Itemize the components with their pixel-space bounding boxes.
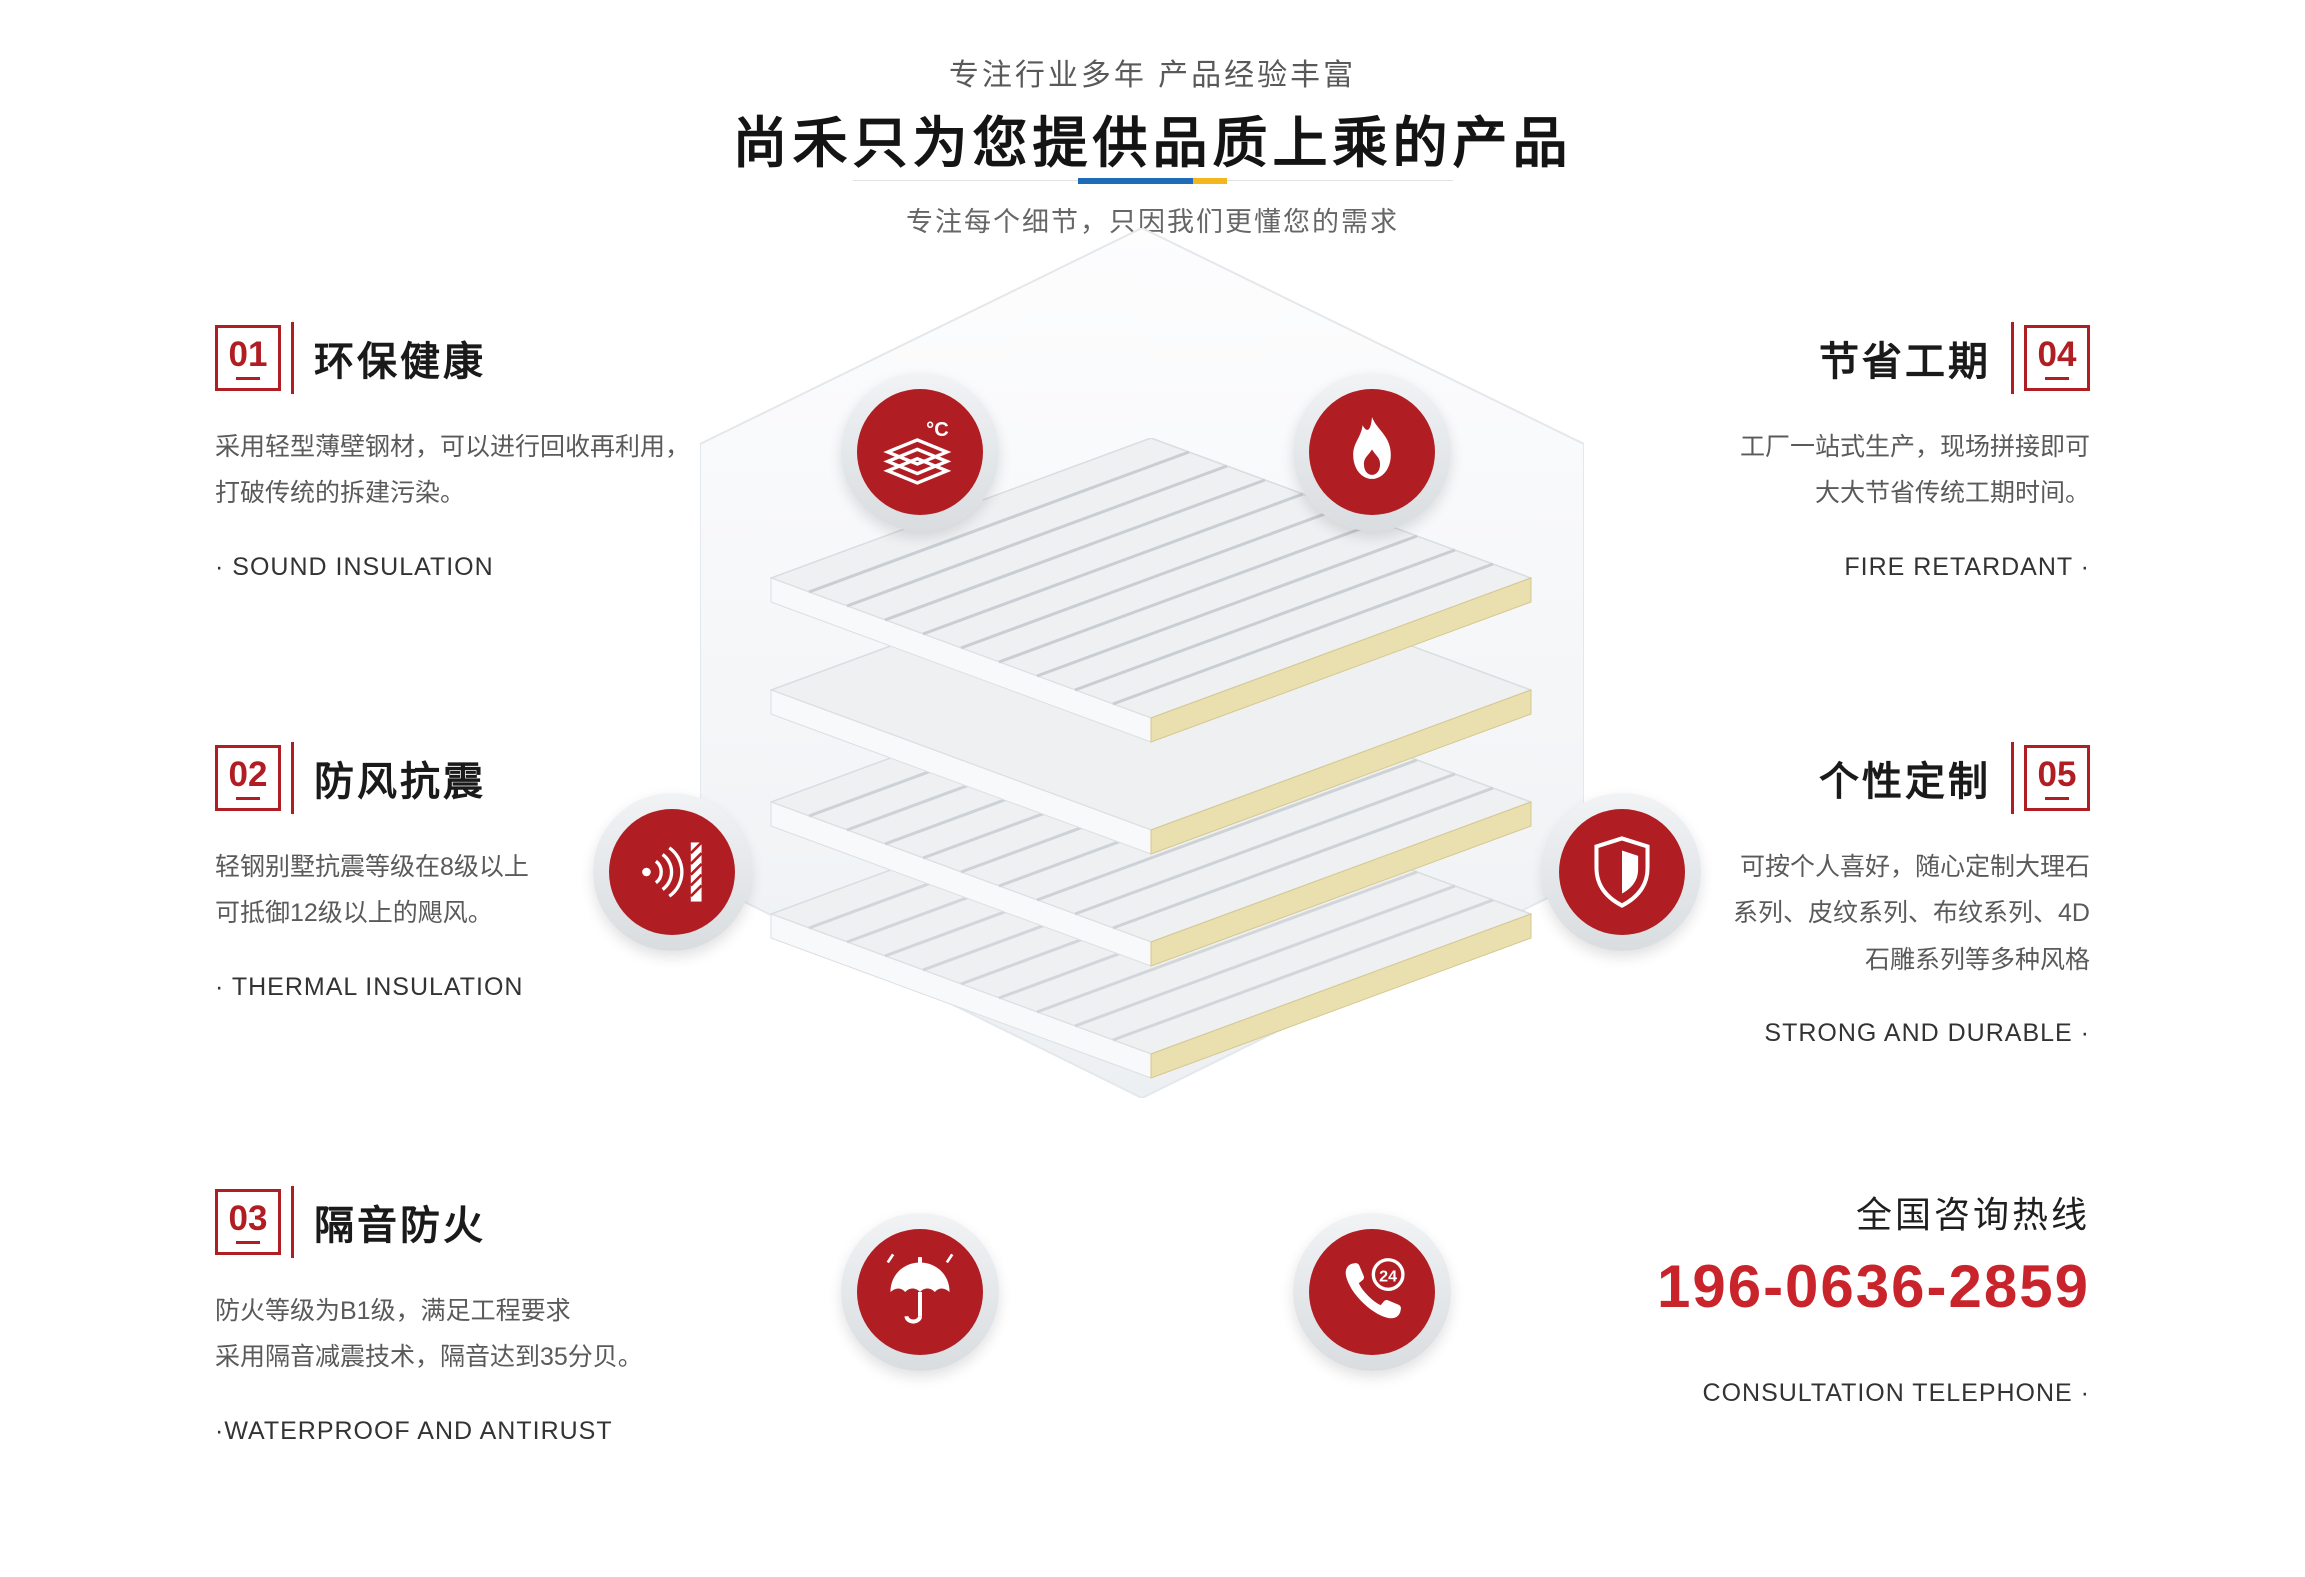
desc-line: 工厂一站式生产，现场拼接即可 (1739, 433, 2090, 461)
desc-line: 采用隔音减震技术，隔音达到35分贝。 (215, 1343, 643, 1372)
umbrella-glyph (886, 1253, 954, 1324)
accent-line (291, 742, 294, 814)
feature-number: 03 (228, 1198, 268, 1238)
soundproof-glyph (642, 841, 703, 902)
title-divider (852, 178, 1453, 184)
phone-24-glyph: 24 (1345, 1258, 1405, 1319)
feature-title: 环保健康 (314, 340, 486, 384)
feature-number-badge: 03 (215, 1189, 281, 1255)
shield-glyph (1594, 836, 1650, 908)
soundproof-icon (593, 793, 751, 951)
eyebrow-text: 专注行业多年 产品经验丰富 (948, 59, 1357, 92)
icon-circle: °C (857, 389, 983, 515)
feature-header: 个性定制 05 (1550, 742, 2090, 814)
thermal-layers-glyph: °C (883, 419, 952, 485)
desc-line: 系列、皮纹系列、布纹系列、4D (1733, 899, 2090, 928)
feature-description: 轻钢别墅抗震等级在8级以上 可抵御12级以上的飓风。 (215, 844, 755, 937)
feature-description: 工厂一站式生产，现场拼接即可 大大节省传统工期时间。 (1550, 424, 2090, 517)
accent-line (2011, 322, 2014, 394)
feature-number-badge: 05 (2024, 745, 2090, 811)
number-underline (236, 376, 260, 380)
hotline-label: 全国咨询热线 (1855, 1194, 2090, 1235)
service-24-label: 24 (1379, 1267, 1397, 1285)
desc-line: 石雕系列等多种风格 (1864, 945, 2090, 974)
icon-circle: 24 (1309, 1229, 1435, 1355)
umbrella-rain-icon (841, 1213, 999, 1371)
desc-line: 打破传统的拆建污染。 (215, 479, 466, 508)
number-underline (236, 796, 260, 800)
feature-sound-fire: 03 隔音防火 防火等级为B1级，满足工程要求 采用隔音减震技术，隔音达到35分… (215, 1186, 755, 1446)
feature-description: 防火等级为B1级，满足工程要求 采用隔音减震技术，隔音达到35分贝。 (215, 1288, 755, 1381)
hotline-en-label: CONSULTATION TELEPHONE · (1702, 1379, 2090, 1407)
flame-icon (1293, 373, 1451, 531)
feature-en-label: ·WATERPROOF AND ANTIRUST (215, 1416, 613, 1445)
number-underline (2045, 376, 2069, 380)
shield-icon (1543, 793, 1701, 951)
feature-save-time: 节省工期 04 工厂一站式生产，现场拼接即可 大大节省传统工期时间。 FIRE … (1550, 322, 2090, 582)
feature-number: 04 (2037, 334, 2077, 374)
divider-blue-segment (1077, 178, 1193, 184)
accent-line (291, 1186, 294, 1258)
icon-circle (857, 1229, 983, 1355)
number-underline (236, 1240, 260, 1244)
feature-en-label: · SOUND INSULATION (215, 552, 494, 581)
feature-description: 采用轻型薄壁钢材，可以进行回收再利用， 打破传统的拆建污染。 (215, 424, 755, 517)
feature-description: 可按个人喜好，随心定制大理石 系列、皮纹系列、布纹系列、4D 石雕系列等多种风格 (1550, 844, 2090, 983)
hotline-number: 196-0636-2859 (1656, 1253, 2090, 1320)
feature-eco-health: 01 环保健康 采用轻型薄壁钢材，可以进行回收再利用， 打破传统的拆建污染。 ·… (215, 322, 755, 582)
feature-header: 节省工期 04 (1550, 322, 2090, 394)
feature-title: 防风抗震 (314, 760, 486, 804)
celsius-label: °C (926, 419, 949, 441)
feature-en-label: FIRE RETARDANT · (1844, 552, 2090, 581)
feature-header: 02 防风抗震 (215, 742, 755, 814)
accent-line (2011, 742, 2014, 814)
feature-custom: 个性定制 05 可按个人喜好，随心定制大理石 系列、皮纹系列、布纹系列、4D 石… (1550, 742, 2090, 1048)
number-underline (2045, 796, 2069, 800)
feature-number: 05 (2037, 754, 2077, 794)
desc-line: 防火等级为B1级，满足工程要求 (215, 1297, 571, 1325)
feature-title: 节省工期 (1819, 340, 1991, 384)
feature-en-label: STRONG AND DURABLE · (1764, 1018, 2090, 1047)
desc-line: 可按个人喜好，随心定制大理石 (1739, 853, 2090, 881)
feature-wind-quake: 02 防风抗震 轻钢别墅抗震等级在8级以上 可抵御12级以上的飓风。 · THE… (215, 742, 755, 1002)
desc-line: 采用轻型薄壁钢材，可以进行回收再利用， (215, 433, 691, 461)
feature-number: 01 (228, 334, 268, 374)
icon-circle (1309, 389, 1435, 515)
feature-number-badge: 02 (215, 745, 281, 811)
feature-en-label: · THERMAL INSULATION (215, 972, 524, 1001)
feature-number: 02 (228, 754, 268, 794)
accent-line (291, 322, 294, 394)
desc-line: 轻钢别墅抗震等级在8级以上 (215, 853, 529, 881)
divider-yellow-segment (1192, 178, 1227, 184)
sandwich-panel-product-image (770, 438, 1532, 1079)
feature-number-badge: 01 (215, 325, 281, 391)
feature-header: 03 隔音防火 (215, 1186, 755, 1258)
feature-number-badge: 04 (2024, 325, 2090, 391)
feature-title: 隔音防火 (314, 1204, 486, 1248)
desc-line: 可抵御12级以上的飓风。 (215, 899, 493, 928)
phone-24-icon: 24 (1293, 1213, 1451, 1371)
icon-circle (1559, 809, 1685, 935)
desc-line: 大大节省传统工期时间。 (1814, 479, 2090, 508)
flame-glyph (1353, 417, 1391, 479)
icon-circle (609, 809, 735, 935)
feature-header: 01 环保健康 (215, 322, 755, 394)
feature-title: 个性定制 (1819, 760, 1991, 804)
thermal-layers-icon: °C (841, 373, 999, 531)
page-title: 尚禾只为您提供品质上乘的产品 (732, 112, 1573, 174)
hotline-block: 全国咨询热线 196-0636-2859 CONSULTATION TELEPH… (1657, 1186, 2090, 1408)
